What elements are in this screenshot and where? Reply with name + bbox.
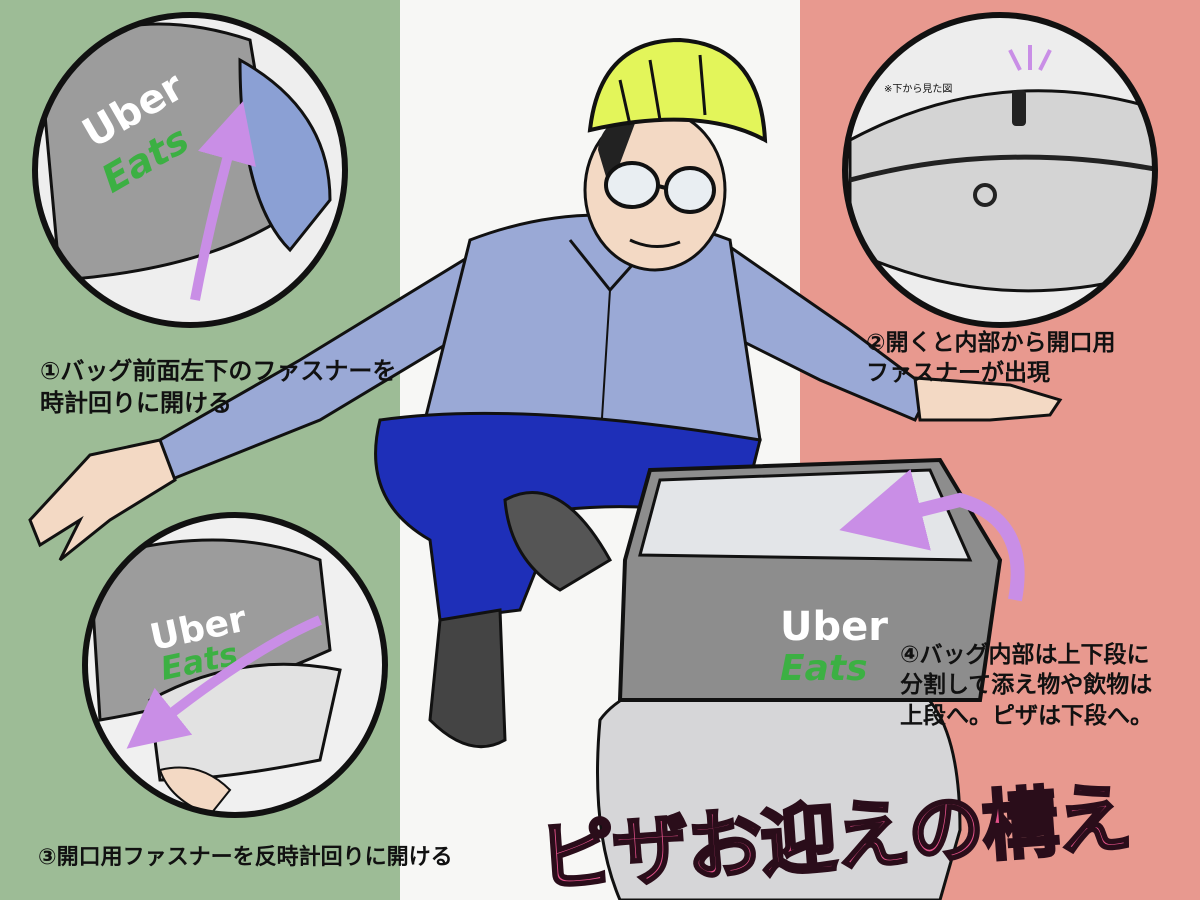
caption-step1: ①バッグ前面左下のファスナーを 時計回りに開ける — [40, 356, 396, 419]
caption-step2-line1: ②開くと内部から開口用 — [866, 330, 1116, 356]
detail-circle-3: Uber Eats — [82, 512, 388, 818]
delivery-person — [28, 37, 1063, 749]
caption-step1-line1: ①バッグ前面左下のファスナーを — [40, 357, 397, 385]
detail-circle-1: Uber Eats — [32, 12, 348, 328]
caption-step4-line1: ④バッグ内部は上下段に — [900, 642, 1150, 668]
detail-circle-2 — [842, 12, 1158, 328]
caption-step4-line2: 分割して添え物や飲物は — [900, 672, 1153, 699]
delivery-bag: Uber Eats — [596, 457, 1025, 900]
caption-step3: ③開口用ファスナーを反時計回りに開ける — [38, 845, 453, 870]
caption-step1-line2: 時計回りに開ける — [40, 388, 232, 417]
caption-step4-line3: 上段へ。ピザは下段へ。 — [900, 702, 1153, 729]
arrow-circle1 — [190, 101, 256, 301]
arrow-bag — [839, 469, 1025, 602]
bag-logo-eats: Eats — [780, 648, 868, 689]
note-below-view: ※下から見た図 — [884, 84, 953, 95]
caption-step2: ②開くと内部から開口用 ファスナーが出現 — [866, 328, 1115, 389]
caption-step2-line2: ファスナーが出現 — [866, 360, 1050, 387]
caption-step4: ④バッグ内部は上下段に 分割して添え物や飲物は 上段へ。ピザは下段へ。 — [900, 640, 1153, 731]
arrow-circle3 — [126, 615, 322, 749]
bag-logo-uber: Uber — [780, 604, 888, 650]
